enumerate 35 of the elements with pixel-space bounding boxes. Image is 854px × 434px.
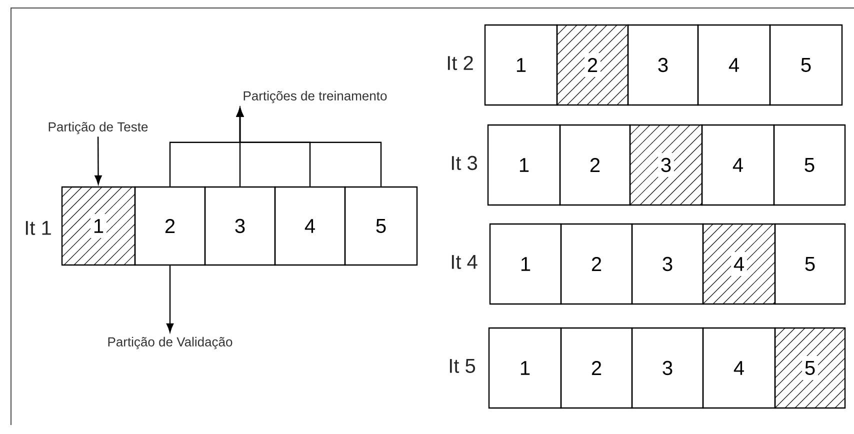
row-label: It 4 [452, 255, 478, 269]
hatched-cell: 4 [702, 223, 776, 305]
partition-cell: 2 [559, 124, 631, 206]
partition-cell: 3 [631, 223, 704, 305]
arrow [166, 266, 174, 332]
partition-cell: 5 [344, 186, 418, 266]
callout-text: Partição de Validação [108, 336, 232, 350]
partition-cell: 5 [774, 223, 846, 305]
partition-cell: 4 [697, 24, 771, 106]
arrow [236, 108, 382, 186]
partition-cell: 4 [701, 124, 775, 206]
partition-cell: 1 [484, 24, 558, 106]
row-label: It 3 [452, 156, 477, 170]
partition-cell: 3 [631, 327, 704, 409]
hatched-cell: 3 [629, 124, 703, 206]
partition-cell: 1 [489, 223, 562, 305]
partition-cell: 4 [702, 327, 776, 409]
hatched-cell: 1 [61, 186, 136, 266]
arrow [94, 136, 102, 184]
callout-text: Partição de Teste [48, 122, 148, 134]
partition-cell: 5 [769, 24, 843, 106]
callout-text: Partições de treinamento [244, 90, 387, 104]
partition-cell: 3 [627, 24, 699, 106]
partition-cell: 2 [560, 223, 633, 305]
row-label: It 5 [450, 359, 476, 373]
partition-cell: 2 [134, 186, 206, 266]
partition-cell: 1 [488, 327, 562, 409]
partition-cell: 1 [487, 124, 561, 206]
partition-cell: 5 [773, 124, 846, 206]
hatched-cell: 5 [774, 327, 846, 409]
partition-cell: 3 [204, 186, 276, 266]
partition-cell: 4 [274, 186, 346, 266]
hatched-cell: 2 [556, 24, 629, 106]
row-label: It 2 [448, 56, 473, 70]
partition-cell: 2 [560, 327, 633, 409]
